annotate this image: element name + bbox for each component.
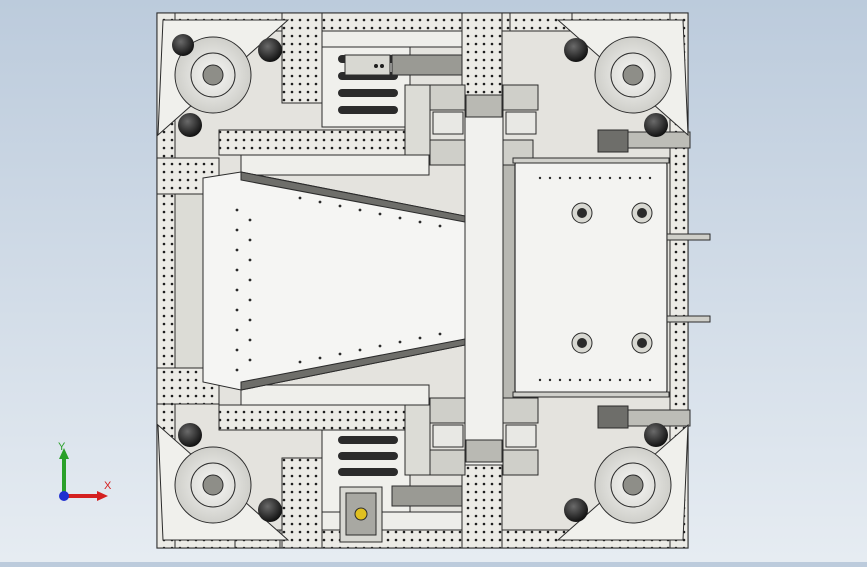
mount-bolts xyxy=(571,202,653,354)
y-axis-arrow xyxy=(59,448,69,459)
lower-beam[interactable] xyxy=(218,384,430,431)
axis-triad: Y X xyxy=(58,441,112,501)
roller-top-left xyxy=(404,84,539,166)
roller-blocks[interactable] xyxy=(404,84,539,476)
x-axis-label: X xyxy=(104,480,112,492)
wheel-module-top-right[interactable] xyxy=(556,19,689,137)
roller-bottom xyxy=(404,397,539,476)
center-shaft[interactable] xyxy=(464,94,516,466)
gearbox[interactable] xyxy=(339,486,383,543)
top-inner-bracket[interactable] xyxy=(281,12,573,104)
y-axis-label: Y xyxy=(58,441,66,453)
x-axis-arrow xyxy=(97,491,108,501)
origin-dot xyxy=(59,491,69,501)
top-linkage[interactable] xyxy=(321,46,463,128)
wheel-module-top-left[interactable] xyxy=(157,19,290,137)
wheel-module-bottom-left[interactable] xyxy=(157,423,290,541)
upper-beam[interactable] xyxy=(218,129,430,176)
right-plate[interactable] xyxy=(512,129,711,429)
intake-funnel[interactable] xyxy=(202,171,466,391)
wheel-module-bottom-right[interactable] xyxy=(556,423,689,541)
